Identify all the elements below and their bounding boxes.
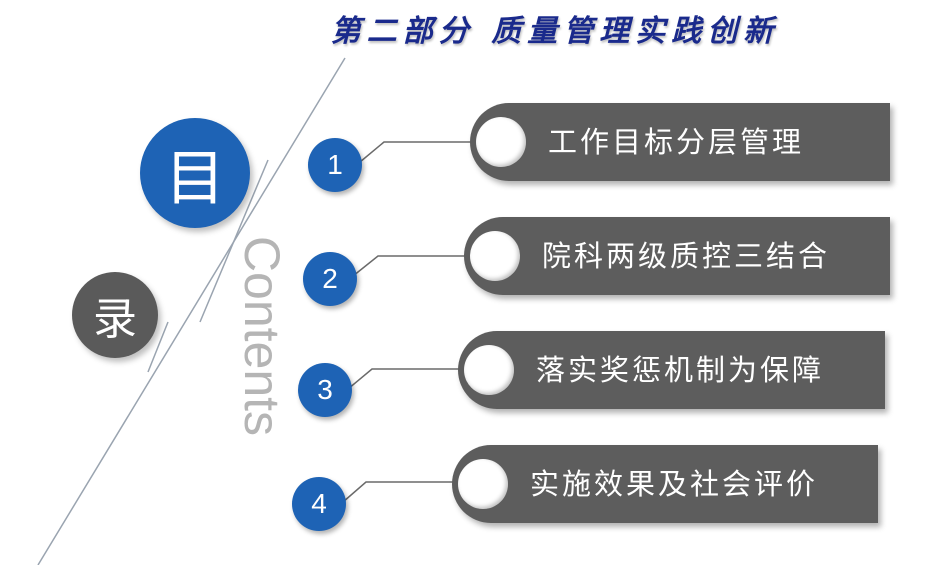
lower-diagonal-line: [147, 321, 169, 373]
toc-mu-circle: 目: [140, 118, 250, 228]
menu-item-1[interactable]: 工作目标分层管理: [470, 103, 890, 181]
connector-line-3: [347, 368, 468, 390]
connector-line-2: [352, 255, 474, 277]
item-number-2: 2: [303, 252, 357, 306]
bar-knob-icon: [476, 117, 526, 167]
item-number-1: 1: [308, 138, 362, 192]
bar-knob-icon: [464, 345, 514, 395]
menu-item-2[interactable]: 院科两级质控三结合: [464, 217, 890, 295]
contents-vertical-text: Contents: [234, 235, 290, 437]
bar-knob-icon: [458, 459, 508, 509]
item-number-4: 4: [292, 477, 346, 531]
long-diagonal-line: [37, 57, 346, 565]
menu-item-label: 实施效果及社会评价: [530, 467, 819, 501]
connector-line-1: [359, 141, 480, 163]
menu-item-3[interactable]: 落实奖惩机制为保障: [458, 331, 885, 409]
menu-item-4[interactable]: 实施效果及社会评价: [452, 445, 878, 523]
menu-item-label: 院科两级质控三结合: [542, 239, 831, 273]
toc-lu-circle: 录: [72, 272, 158, 358]
bar-knob-icon: [470, 231, 520, 281]
short-diagonal-line: [199, 159, 269, 323]
item-number-3: 3: [298, 363, 352, 417]
page-title: 第二部分 质量管理实践创新: [330, 14, 780, 49]
menu-item-label: 落实奖惩机制为保障: [536, 353, 825, 387]
connector-line-4: [342, 481, 462, 503]
menu-item-label: 工作目标分层管理: [548, 125, 805, 159]
